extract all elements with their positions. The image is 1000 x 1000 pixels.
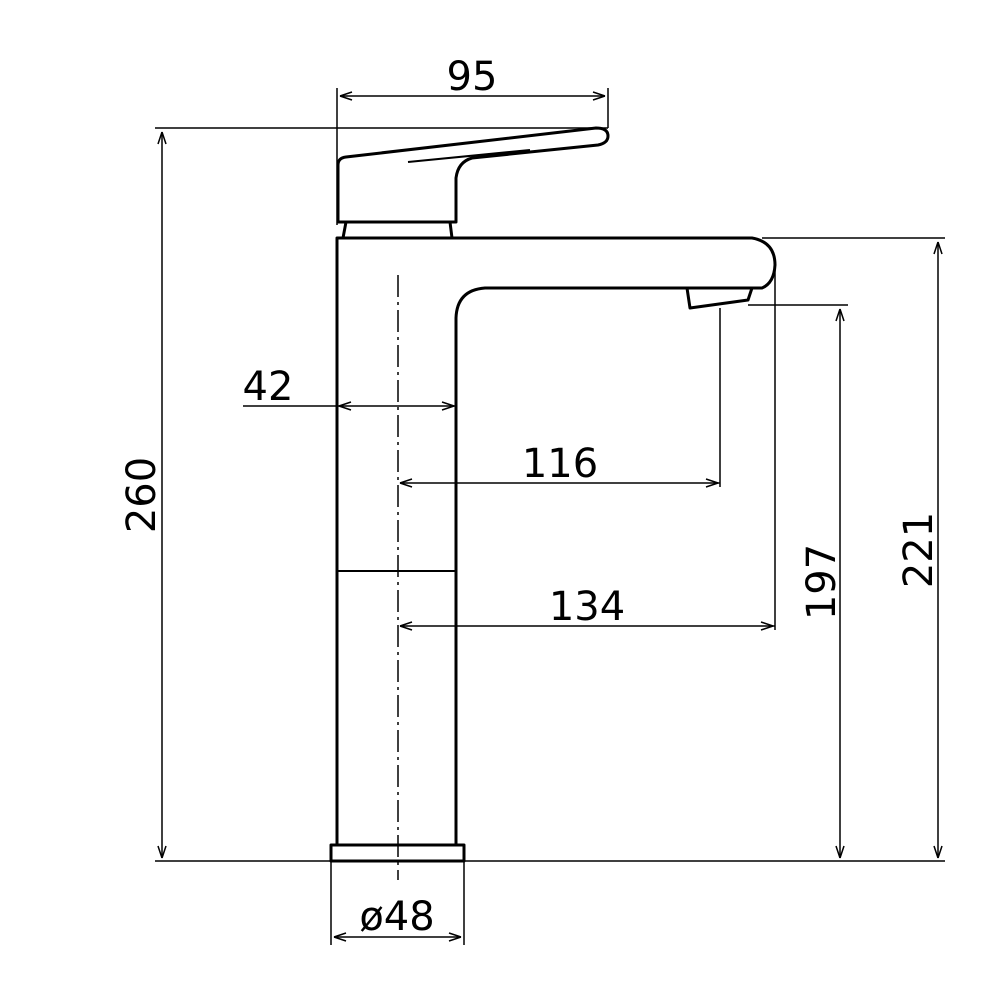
- dim-outlet-height-label: 197: [799, 544, 845, 620]
- dim-outlet-reach-label: 116: [522, 441, 598, 487]
- dim-outlet-height: 197: [464, 304, 848, 862]
- faucet-outline: [329, 126, 777, 880]
- dim-body-width-label: 42: [243, 364, 294, 410]
- dim-handle-width-label: 95: [447, 54, 498, 100]
- dim-spout-height: 221: [762, 237, 945, 862]
- aerator: [685, 287, 754, 310]
- handle-collar: [341, 220, 454, 240]
- dim-total-height-label: 260: [119, 457, 165, 533]
- dim-base-diameter: ø48: [330, 861, 465, 945]
- handle-lever: [336, 126, 610, 224]
- dim-spout-reach-label: 134: [549, 584, 625, 630]
- dim-total-height: 260: [119, 127, 608, 862]
- dim-base-diameter-label: ø48: [359, 894, 434, 940]
- faucet-body: [335, 236, 777, 845]
- handle-groove: [407, 149, 531, 163]
- dim-spout-height-label: 221: [896, 512, 942, 588]
- dim-outlet-reach: 116: [399, 308, 721, 488]
- dim-spout-reach: 134: [399, 265, 776, 631]
- dim-handle-width: 95: [336, 54, 609, 225]
- dim-body-width: 42: [243, 364, 456, 411]
